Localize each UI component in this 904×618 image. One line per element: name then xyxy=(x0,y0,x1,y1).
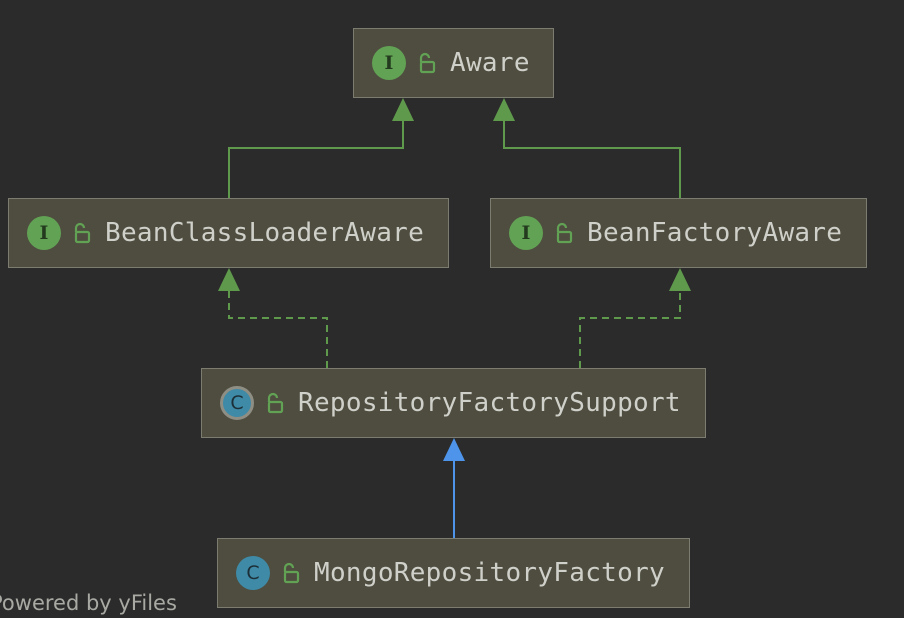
edge-beanclassloaderaware-to-aware xyxy=(228,120,404,198)
arrowhead-beanclassloaderaware xyxy=(218,268,240,291)
node-label: Aware xyxy=(450,48,530,78)
node-label: MongoRepositoryFactory xyxy=(314,558,665,588)
public-unlock-icon xyxy=(267,392,284,414)
arrowhead-aware-right xyxy=(493,98,515,121)
node-mongorepositoryfactory[interactable]: C MongoRepositoryFactory xyxy=(217,538,690,608)
node-aware[interactable]: I Aware xyxy=(353,28,554,98)
class-icon: C xyxy=(236,556,270,590)
edge-beanfactoryaware-to-aware xyxy=(503,120,681,198)
node-label: RepositoryFactorySupport xyxy=(298,388,681,418)
interface-icon: I xyxy=(27,216,61,250)
edge-repositoryfactorysupport-to-beanclassloaderaware xyxy=(228,290,328,368)
powered-by-footer: Powered by yFiles xyxy=(0,591,177,615)
edge-repositoryfactorysupport-to-beanfactoryaware xyxy=(579,290,681,368)
node-label: BeanClassLoaderAware xyxy=(105,218,425,248)
interface-icon: I xyxy=(509,216,543,250)
arrowhead-beanfactoryaware xyxy=(669,268,691,291)
abstract-class-icon: C xyxy=(220,386,254,420)
public-unlock-icon xyxy=(419,52,436,74)
arrowhead-repositoryfactorysupport xyxy=(443,438,465,461)
interface-icon: I xyxy=(372,46,406,80)
public-unlock-icon xyxy=(283,562,300,584)
public-unlock-icon xyxy=(74,222,91,244)
node-repositoryfactorysupport[interactable]: C RepositoryFactorySupport xyxy=(201,368,706,438)
node-label: BeanFactoryAware xyxy=(587,218,843,248)
arrowhead-aware-left xyxy=(392,98,414,121)
node-beanfactoryaware[interactable]: I BeanFactoryAware xyxy=(490,198,867,268)
public-unlock-icon xyxy=(556,222,573,244)
node-beanclassloaderaware[interactable]: I BeanClassLoaderAware xyxy=(8,198,449,268)
